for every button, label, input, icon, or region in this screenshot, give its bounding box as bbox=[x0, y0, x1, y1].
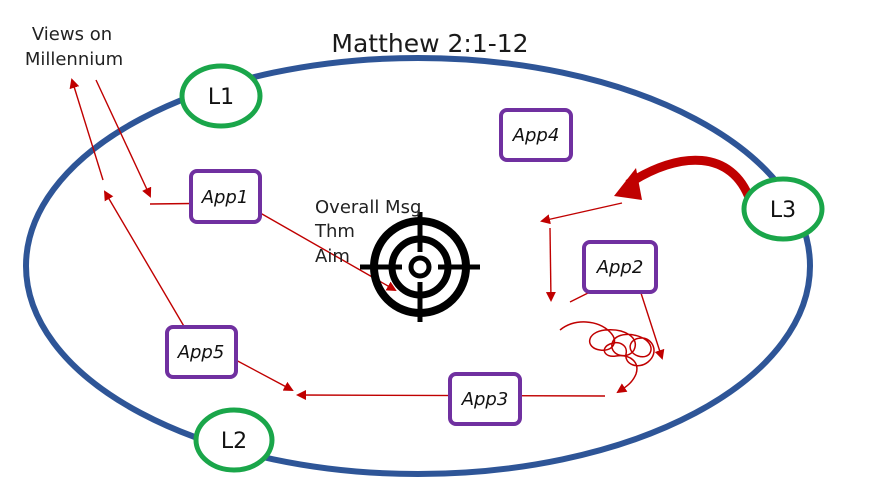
leader-l3: L3 bbox=[741, 176, 825, 242]
leader-l2-label: L2 bbox=[221, 429, 247, 454]
crosshair-target-icon bbox=[360, 212, 480, 322]
arrow-app2-down bbox=[639, 289, 665, 360]
views-on-millennium-line2: Millennium bbox=[25, 49, 123, 70]
overall-msg-label: Overall Msg bbox=[315, 197, 421, 218]
aim-label: Aim bbox=[315, 246, 350, 267]
arrow-up-to-views bbox=[69, 78, 104, 181]
arrow-down bbox=[545, 227, 556, 302]
leader-l1-label: L1 bbox=[208, 85, 234, 110]
app-box-app5: App5 bbox=[165, 325, 238, 379]
diagram-title: Matthew 2:1-12 bbox=[331, 29, 528, 58]
app1-label: App1 bbox=[201, 187, 249, 208]
app5-label: App5 bbox=[177, 342, 225, 363]
arrow-app5-to-bottom bbox=[231, 357, 294, 391]
thm-label: Thm bbox=[314, 221, 355, 242]
leader-l3-label: L3 bbox=[770, 198, 796, 223]
views-on-millennium-line1: Views on bbox=[32, 24, 112, 45]
leader-l1: L1 bbox=[179, 63, 263, 129]
curved-arrow-l3 bbox=[625, 155, 755, 202]
arrow-l3-left bbox=[540, 202, 623, 225]
app-box-app1: App1 bbox=[189, 169, 262, 224]
leader-l2: L2 bbox=[193, 407, 275, 473]
context-ellipse bbox=[23, 55, 813, 477]
app3-label: App3 bbox=[461, 389, 509, 410]
arrow-group bbox=[69, 78, 665, 401]
arrow-views-to-app1-a bbox=[95, 79, 152, 198]
scribble-tangle bbox=[559, 321, 655, 394]
app-box-app2: App2 bbox=[582, 240, 658, 294]
app2-label: App2 bbox=[596, 257, 644, 278]
curved-arrow-head bbox=[614, 168, 642, 200]
app-box-app4: App4 bbox=[499, 108, 573, 162]
app4-label: App4 bbox=[512, 125, 560, 146]
arrow-app5-up bbox=[103, 190, 196, 346]
app-box-app3: App3 bbox=[448, 372, 522, 426]
